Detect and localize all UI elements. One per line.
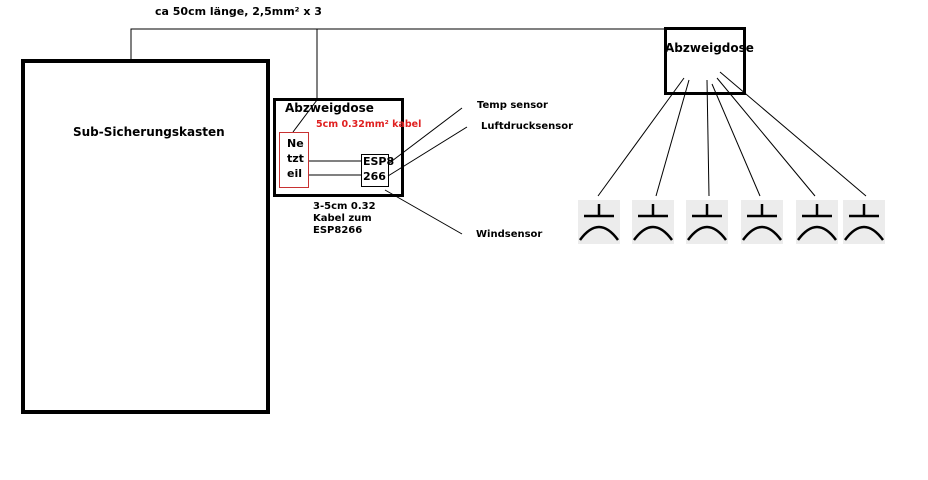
lamp-1 [578, 200, 620, 244]
junction-box-left-label: Abzweigdose [285, 101, 374, 115]
main-cable [130, 28, 318, 100]
power-supply-box [279, 132, 309, 188]
lamp-lead-3 [706, 79, 710, 197]
temp-sensor-label: Temp sensor [477, 100, 548, 111]
lamp-6 [843, 200, 885, 244]
sub-panel-label: Sub-Sicherungskasten [73, 125, 225, 139]
lamp-3 [686, 200, 728, 244]
top-cable-label: ca 50cm länge, 2,5mm² x 3 [155, 5, 322, 18]
power-supply-label-3: eil [287, 167, 303, 180]
lamp-2 [632, 200, 674, 244]
power-supply-label-2: tzt [287, 152, 304, 165]
esp8266-label-2: 266 [363, 170, 386, 183]
lamp-4 [741, 200, 783, 244]
esp8266-box [361, 154, 389, 187]
wind-sensor-lead [384, 189, 463, 235]
junction-box-left [273, 98, 404, 197]
wind-sensor-label: Windsensor [476, 229, 543, 240]
lamp-lead-1 [597, 77, 685, 197]
lamp-lead-5 [716, 77, 816, 197]
junction-box-right [664, 27, 746, 95]
pressure-sensor-label: Luftdrucksensor [481, 121, 574, 132]
esp-cable-label-1: 3-5cm 0.32 [313, 201, 376, 212]
lamp-5 [796, 200, 838, 244]
wire-to-psu [292, 99, 318, 133]
esp-cable-label-2: Kabel zum [313, 213, 372, 224]
temp-sensor-lead [387, 107, 463, 165]
power-supply-label-1: Ne [287, 137, 304, 150]
red-cable-label: 5cm 0.32mm² kabel [316, 119, 422, 130]
junction-box-right-label: Abzweigdose [665, 41, 754, 55]
lamp-lead-2 [655, 79, 690, 197]
esp-cable-label-3: ESP8266 [313, 225, 363, 236]
esp8266-label-1: ESP8 [363, 155, 395, 168]
lamp-lead-4 [711, 83, 761, 197]
sub-panel-box [21, 59, 270, 414]
